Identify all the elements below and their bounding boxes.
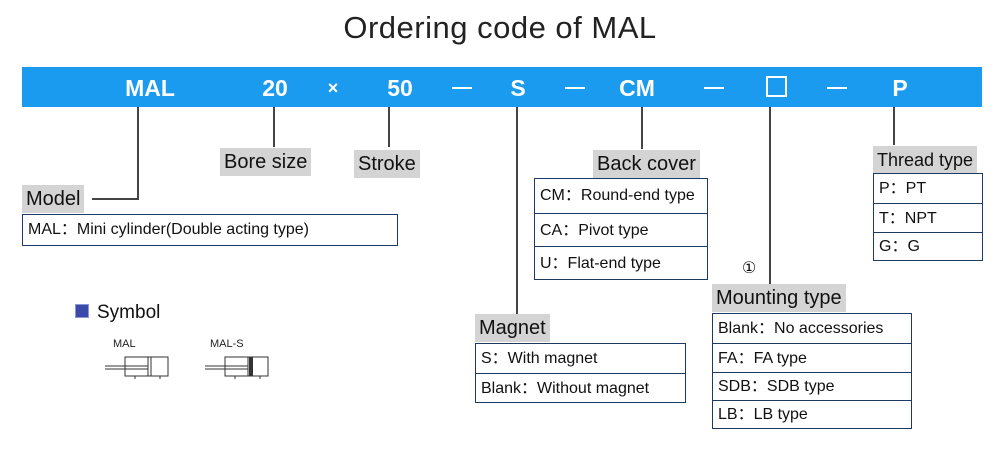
back-cover-label: Back cover [593,150,700,178]
magnet-label: Magnet [475,314,550,342]
back-cover-row-ca: CA：Pivot type [535,213,707,246]
thread-type-label: Thread type [873,146,978,174]
code-times: × [327,78,339,98]
page-title: Ordering code of MAL [343,10,657,45]
thread-row-g: G：G [874,232,982,260]
mounting-row-blank: Blank：No accessories [718,320,884,337]
connector-model [137,107,139,200]
magnet-table: S：With magnet Blank：Without magnet [475,343,686,403]
code-dash-2 [565,87,585,89]
cylinder-symbol-mal [105,356,169,379]
model-label: Model [22,185,85,213]
mounting-row-fa: FA：FA type [713,343,911,372]
cylinder-symbol-mal-s [205,356,269,379]
magnet-row-s: S：With magnet [481,350,598,367]
code-mounting-blank-box [766,76,787,97]
code-stroke: 50 [387,75,413,101]
mounting-type-label: Mounting type [712,284,846,312]
connector-back-cover [641,107,643,149]
code-back-cover: CM [619,75,655,101]
back-cover-table: CM：Round-end type CA：Pivot type U：Flat-e… [534,178,708,280]
code-thread: P [892,75,908,101]
connector-bore [273,107,275,147]
ordering-code-bar [22,67,982,107]
symbol-label-mal: MAL [113,338,136,350]
thread-type-table: P：PT T：NPT G：G [873,173,983,261]
mounting-row-lb: LB：LB type [713,400,911,428]
connector-model-h [92,198,139,200]
stroke-label: Stroke [354,150,420,178]
symbol-heading-text: Symbol [97,302,161,323]
code-model: MAL [125,75,175,101]
thread-row-p: P：PT [879,180,927,197]
code-bore: 20 [262,75,288,101]
symbol-label-mal-s: MAL-S [210,338,244,350]
code-dash-1 [452,87,472,89]
magnet-row-blank: Blank：Without magnet [476,373,685,402]
model-row-mal: MAL：Mini cylinder(Double acting type) [28,221,310,238]
code-dash-3 [704,87,724,89]
connector-magnet [516,107,518,314]
back-cover-row-u: U：Flat-end type [535,246,707,279]
mounting-type-table: Blank：No accessories FA：FA type SDB：SDB … [712,313,912,429]
back-cover-row-cm: CM：Round-end type [540,187,695,204]
mounting-row-sdb: SDB：SDB type [713,372,911,400]
code-magnet: S [510,75,526,101]
thread-row-t: T：NPT [874,203,982,232]
note-marker: ① [741,260,757,277]
model-table: MAL：Mini cylinder(Double acting type) [22,214,398,246]
connector-stroke [388,107,390,147]
code-dash-4 [827,87,847,89]
symbol-heading: Symbol [75,302,160,324]
connector-mounting [769,107,771,284]
connector-thread [893,107,895,145]
bullet-square-icon [75,303,89,318]
bore-size-label: Bore size [220,148,312,176]
